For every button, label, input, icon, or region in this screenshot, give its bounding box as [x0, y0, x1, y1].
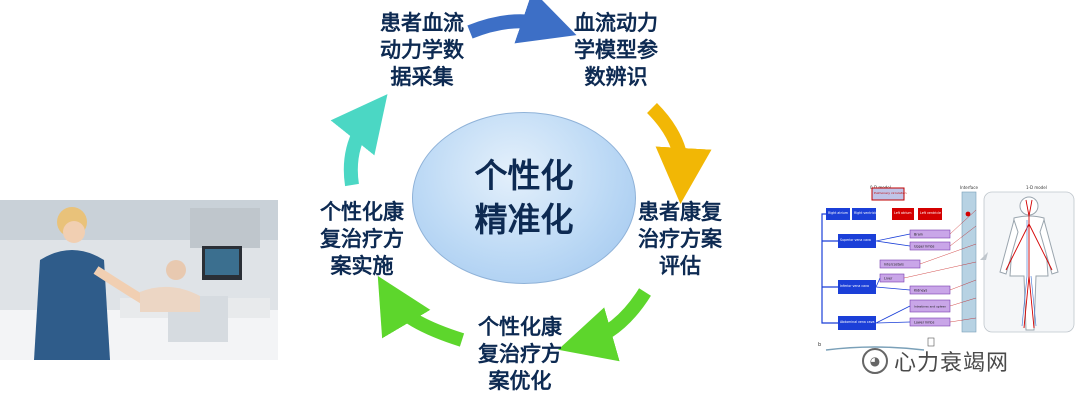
step-plan-optimization: 个性化康 复治疗方 案优化	[478, 315, 562, 393]
watermark: ◕ 心力衰竭网	[862, 348, 1010, 376]
svg-text:Upper limbs: Upper limbs	[914, 245, 935, 249]
svg-text:1-D model: 1-D model	[1026, 185, 1047, 190]
svg-text:Pulmonary circulation: Pulmonary circulation	[874, 191, 907, 195]
step-parameter-identification: 血流动力 学模型参 数辨识	[574, 11, 658, 89]
arrow-identify-to-evaluate	[646, 103, 712, 204]
clinical-photo	[0, 200, 278, 360]
svg-text:Intestines and spleen: Intestines and spleen	[914, 305, 946, 309]
svg-text:Right ventricle: Right ventricle	[854, 211, 877, 215]
step-data-collection: 患者血流 动力学数 据采集	[380, 11, 464, 89]
svg-text:Liver: Liver	[884, 277, 893, 281]
svg-text:Superior vena cava: Superior vena cava	[840, 238, 871, 242]
arrow-evaluate-to-optimize	[558, 288, 651, 362]
arrow-optimize-to-implement	[377, 275, 465, 347]
svg-text:Interface: Interface	[960, 185, 978, 190]
svg-text:b: b	[818, 342, 821, 348]
watermark-text: 心力衰竭网	[894, 351, 1010, 376]
center-ellipse: 个性化 精准化	[412, 112, 636, 284]
svg-text:Kidneys: Kidneys	[914, 289, 928, 293]
svg-text:Lower limbs: Lower limbs	[914, 321, 935, 325]
svg-text:Left atrium: Left atrium	[894, 211, 912, 215]
arrow-collect-to-identify	[467, 0, 577, 44]
svg-text:Brain: Brain	[914, 233, 923, 237]
hemodynamic-model-figure: 0-D model Interface 1-D model Right atri…	[814, 180, 1080, 370]
wechat-icon: ◕	[862, 348, 888, 374]
svg-text:Right atrium: Right atrium	[828, 211, 848, 215]
svg-text:Left ventricle: Left ventricle	[920, 211, 941, 215]
svg-text:Abdominal vena cava: Abdominal vena cava	[840, 320, 874, 324]
svg-text:Intercostals: Intercostals	[884, 263, 904, 267]
step-plan-evaluation: 患者康复 治疗方案 评估	[638, 200, 722, 278]
center-label: 个性化 精准化	[474, 156, 574, 239]
arrow-implement-to-collect	[330, 94, 388, 187]
svg-text:Inferior vena cava: Inferior vena cava	[840, 284, 869, 288]
step-plan-implementation: 个性化康 复治疗方 案实施	[320, 200, 404, 278]
